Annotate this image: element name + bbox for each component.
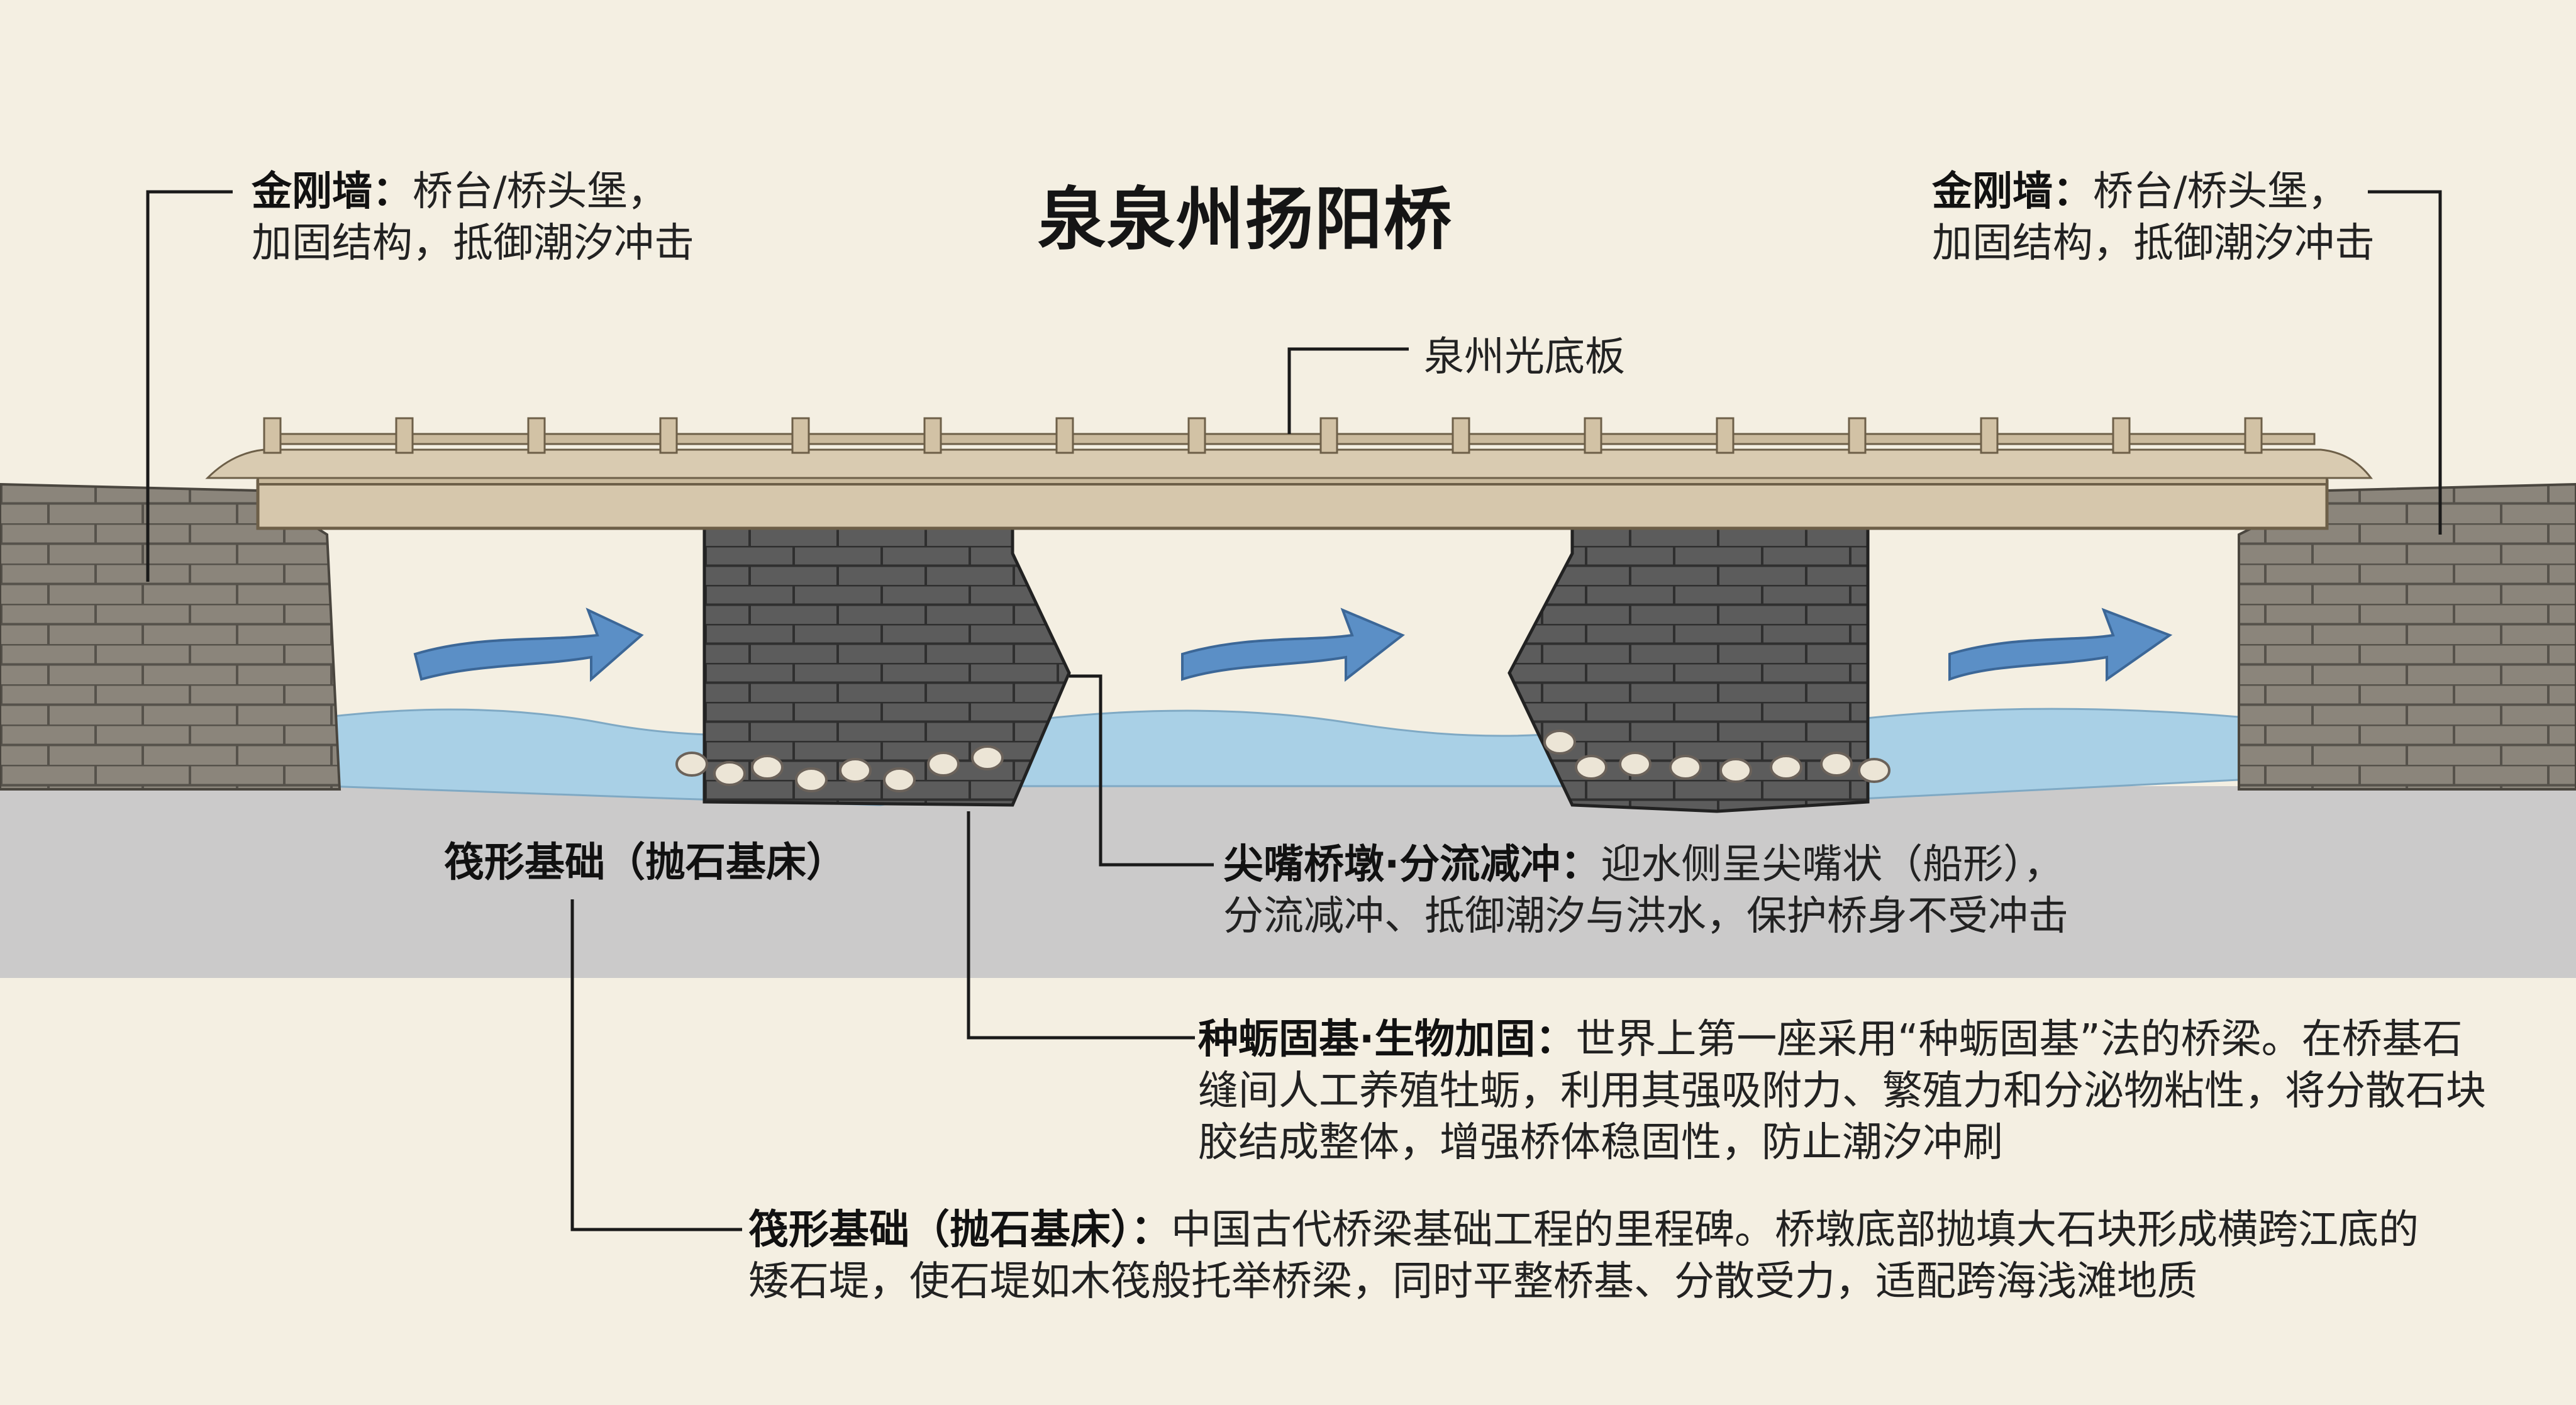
label-oyster-line1: 世界上第一座采用“种蛎固基”法的桥梁。在桥基石	[1575, 1016, 2463, 1063]
label-right-wall: 金刚墙：桥台/桥头堡， 加固结构，抵御潮汐冲击	[1932, 166, 2375, 269]
oyster-shell	[1719, 758, 1752, 783]
label-pier-term: 尖嘴桥墩·分流减冲：	[1223, 841, 1601, 888]
leader-right-wall	[2368, 190, 2442, 535]
railing-post	[1584, 417, 1602, 454]
label-oyster-line2: 缝间人工养殖牡蛎，利用其强吸附力、繁殖力和分泌物粘性，将分散石块	[1198, 1068, 2486, 1114]
flow-arrow-right	[1948, 608, 2173, 682]
flow-arrow-middle	[1181, 608, 1405, 682]
label-deck: 泉州光底板	[1424, 334, 1625, 380]
label-oyster-term: 种蛎固基·生物加固：	[1198, 1016, 1576, 1063]
leader-left-wall	[146, 190, 233, 582]
oyster-shell	[971, 745, 1004, 770]
oyster-shell	[713, 761, 746, 786]
railing-post	[395, 417, 414, 454]
leader-lines	[146, 190, 2442, 1231]
bridge-deck	[205, 433, 2373, 530]
label-right-wall-term: 金刚墙：	[1932, 169, 2093, 215]
oyster-shell	[1820, 752, 1853, 777]
label-left-wall-line1: 桥台/桥头堡，	[413, 169, 668, 215]
oyster-shell	[795, 767, 828, 792]
railing-post	[527, 417, 546, 454]
oyster-shell	[1669, 755, 1702, 780]
label-left-wall: 金刚墙：桥台/桥头堡， 加固结构，抵御潮汐冲击	[252, 166, 694, 269]
railing-post	[1055, 417, 1074, 454]
diagram-title: 泉泉州扬阳桥	[1037, 180, 1453, 259]
label-right-wall-line2: 加固结构，抵御潮汐冲击	[1932, 220, 2375, 267]
railing	[263, 417, 2263, 454]
label-raft: 筏形基础（抛石基床）：中国古代桥梁基础工程的里程碑。桥墩底部抛填大石块形成横跨江…	[748, 1204, 2419, 1308]
railing-post	[2112, 417, 2131, 454]
oyster-shell	[1575, 755, 1607, 780]
label-raft-term: 筏形基础（抛石基床）：	[748, 1207, 1171, 1253]
left-abutment	[0, 482, 341, 791]
railing-post	[923, 417, 942, 454]
railing-post	[791, 417, 810, 454]
label-left-wall-term: 金刚墙：	[252, 169, 413, 215]
railing-post	[263, 417, 282, 454]
railing-post	[1319, 417, 1338, 454]
label-raft-line2: 矮石堤，使石堤如木筏般托举桥梁，同时平整桥基、分散受力，适配跨海浅滩地质	[748, 1258, 2197, 1305]
label-oyster-line3: 胶结成整体，增强桥体稳固性，防止潮汐冲刷	[1198, 1119, 2003, 1166]
leader-oyster	[967, 811, 1195, 1040]
leader-raft	[570, 899, 742, 1231]
right-abutment	[2238, 482, 2576, 791]
oyster-shell	[675, 752, 708, 777]
leader-deck	[1287, 347, 1409, 434]
label-oyster: 种蛎固基·生物加固：世界上第一座采用“种蛎固基”法的桥梁。在桥基石 缝间人工养殖…	[1198, 1014, 2486, 1169]
railing-post	[659, 417, 678, 454]
label-raft-line1: 中国古代桥梁基础工程的里程碑。桥墩底部抛填大石块形成横跨江底的	[1171, 1207, 2419, 1253]
railing-post	[2244, 417, 2263, 454]
oyster-shell	[1858, 758, 1890, 783]
railing-post	[1187, 417, 1206, 454]
railing-post	[1980, 417, 1999, 454]
oyster-shell	[751, 755, 784, 780]
label-raft-upper: 筏形基础（抛石基床）	[444, 840, 847, 886]
leader-pier	[1069, 674, 1214, 867]
label-right-wall-line1: 桥台/桥头堡，	[2093, 169, 2348, 215]
oyster-shell	[927, 752, 960, 777]
railing-post	[1716, 417, 1735, 454]
railing-post	[1848, 417, 1867, 454]
oyster-shell	[1619, 752, 1652, 777]
label-left-wall-line2: 加固结构，抵御潮汐冲击	[252, 220, 694, 267]
label-pier: 尖嘴桥墩·分流减冲：迎水侧呈尖嘴状（船形）， 分流减冲、抵御潮汐与洪水，保护桥身…	[1223, 839, 2068, 942]
flow-arrow-left	[413, 608, 644, 682]
label-pier-line1: 迎水侧呈尖嘴状（船形），	[1601, 841, 2064, 888]
railing-post	[1452, 417, 1470, 454]
oyster-shell	[1543, 730, 1576, 755]
oyster-cluster	[675, 730, 1890, 792]
oyster-shell	[1770, 755, 1802, 780]
label-pier-line2: 分流减冲、抵御潮汐与洪水，保护桥身不受冲击	[1223, 893, 2068, 940]
riverbed	[0, 786, 2576, 978]
oyster-shell	[839, 758, 872, 783]
oyster-shell	[883, 767, 916, 792]
